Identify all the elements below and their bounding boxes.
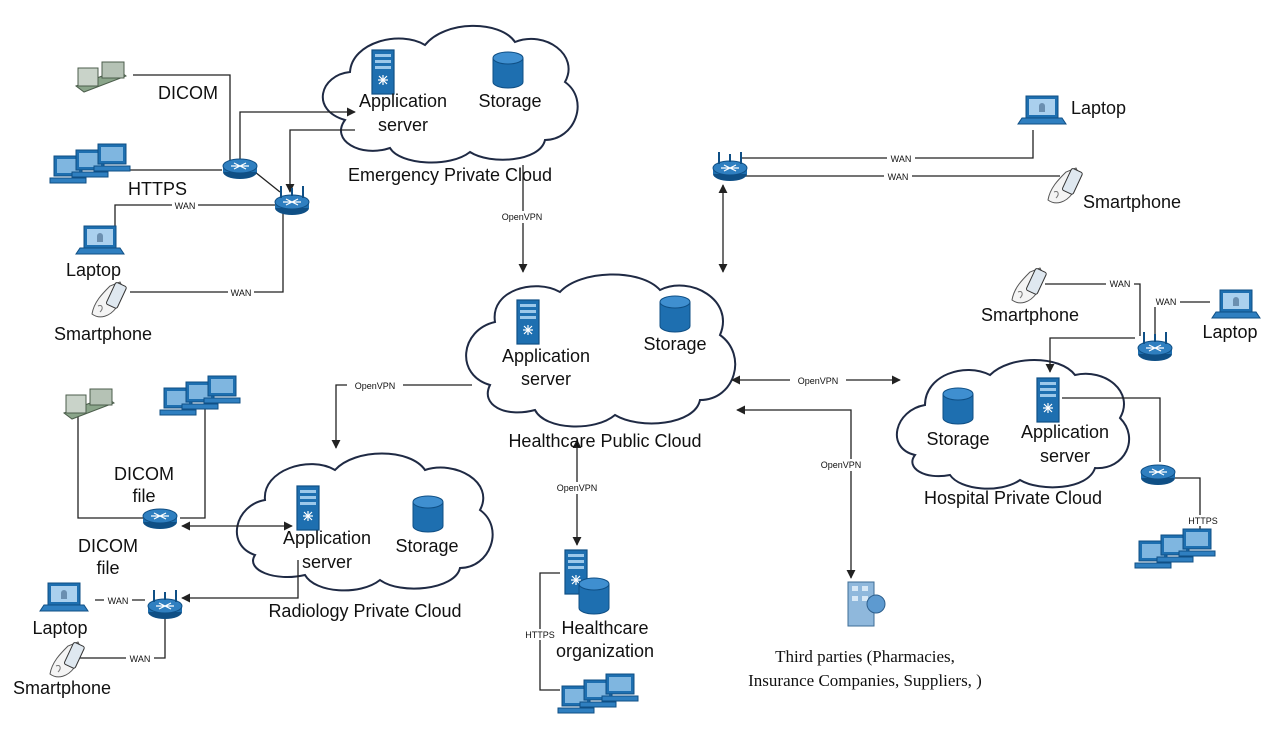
hospital-cloud-name: Hospital Private Cloud	[924, 488, 1102, 508]
dicom-scanner-icon	[75, 61, 127, 93]
laptop-icon	[39, 582, 89, 612]
laptop-label: Laptop	[1071, 98, 1126, 118]
third-parties-label-line2: Insurance Companies, Suppliers, )	[748, 671, 982, 690]
public-app-label-line2: server	[521, 369, 571, 389]
smartphone-icon	[49, 641, 86, 678]
laptop-icon	[1211, 289, 1261, 319]
emergency-cloud-name: Emergency Private Cloud	[348, 165, 552, 185]
server-icon	[296, 485, 320, 531]
laptop-icon	[1017, 95, 1067, 125]
workstations-icon	[49, 143, 131, 184]
smartphone-icon	[91, 281, 128, 318]
laptop-label: Laptop	[66, 260, 121, 280]
router-icon	[1140, 464, 1176, 486]
radiology-cloud	[236, 452, 494, 592]
dicom-file-label-line1: DICOM	[78, 536, 138, 556]
wan-label: WAN	[175, 201, 196, 211]
smartphone-label: Smartphone	[1083, 192, 1181, 212]
wireless-router-icon	[275, 186, 309, 215]
https-label: HTTPS	[128, 179, 187, 199]
wireless-router-icon	[1138, 332, 1172, 361]
wan-label: WAN	[108, 596, 129, 606]
public-storage-label: Storage	[643, 334, 706, 354]
smartphone-icon	[1047, 167, 1084, 204]
storage-icon	[942, 387, 974, 425]
radiology-storage-label: Storage	[395, 536, 458, 556]
wan-label: WAN	[1110, 279, 1131, 289]
openvpn-label: OpenVPN	[798, 376, 839, 386]
emergency-app-label-line2: server	[378, 115, 428, 135]
laptop-label: Laptop	[32, 618, 87, 638]
openvpn-label: OpenVPN	[355, 381, 396, 391]
smartphone-label: Smartphone	[54, 324, 152, 344]
dicom-label: DICOM	[158, 83, 218, 103]
radiology-app-label-line2: server	[302, 552, 352, 572]
smartphone-label: Smartphone	[981, 305, 1079, 325]
wan-label: WAN	[888, 172, 909, 182]
laptop-label: Laptop	[1202, 322, 1257, 342]
radiology-cloud-name: Radiology Private Cloud	[268, 601, 461, 621]
workstations-icon	[1134, 528, 1216, 569]
workstations-icon	[557, 673, 639, 714]
wireless-router-icon	[148, 590, 182, 619]
organization-label-line1: Healthcare	[561, 618, 648, 638]
connections	[77, 74, 1210, 691]
hospital-app-label-line2: server	[1040, 446, 1090, 466]
emergency-app-label-line1: Application	[359, 91, 447, 111]
server-icon	[371, 49, 395, 95]
organization-label-line2: organization	[556, 641, 654, 661]
storage-icon	[578, 577, 610, 615]
dicom-file-label-line1: DICOM	[114, 464, 174, 484]
workstations-icon	[159, 375, 241, 416]
server-icon	[516, 299, 540, 345]
public-cloud-name: Healthcare Public Cloud	[508, 431, 701, 451]
hospital-storage-label: Storage	[926, 429, 989, 449]
wireless-router-icon	[713, 152, 747, 181]
https-label: HTTPS	[525, 630, 555, 640]
wan-label: WAN	[231, 288, 252, 298]
third-parties-label-line1: Third parties (Pharmacies,	[775, 647, 955, 666]
server-icon	[1036, 377, 1060, 423]
smartphone-label: Smartphone	[13, 678, 111, 698]
third-parties-building-icon	[847, 581, 886, 627]
laptop-icon	[75, 225, 125, 255]
public-app-label-line1: Application	[502, 346, 590, 366]
openvpn-label: OpenVPN	[821, 460, 862, 470]
https-label: HTTPS	[1188, 516, 1218, 526]
openvpn-label: OpenVPN	[557, 483, 598, 493]
wan-label: WAN	[130, 654, 151, 664]
wan-label: WAN	[1156, 297, 1177, 307]
router-icon	[222, 158, 258, 180]
router-icon	[142, 508, 178, 530]
smartphone-icon	[1011, 267, 1048, 304]
storage-icon	[412, 495, 444, 533]
emergency-storage-label: Storage	[478, 91, 541, 111]
dicom-file-label-line2: file	[96, 558, 119, 578]
dicom-file-label-line2: file	[132, 486, 155, 506]
storage-icon	[659, 295, 691, 333]
storage-icon	[492, 51, 524, 89]
wan-label: WAN	[891, 154, 912, 164]
dicom-scanner-icon	[63, 388, 115, 420]
radiology-app-label-line1: Application	[283, 528, 371, 548]
openvpn-label: OpenVPN	[502, 212, 543, 222]
hospital-app-label-line1: Application	[1021, 422, 1109, 442]
